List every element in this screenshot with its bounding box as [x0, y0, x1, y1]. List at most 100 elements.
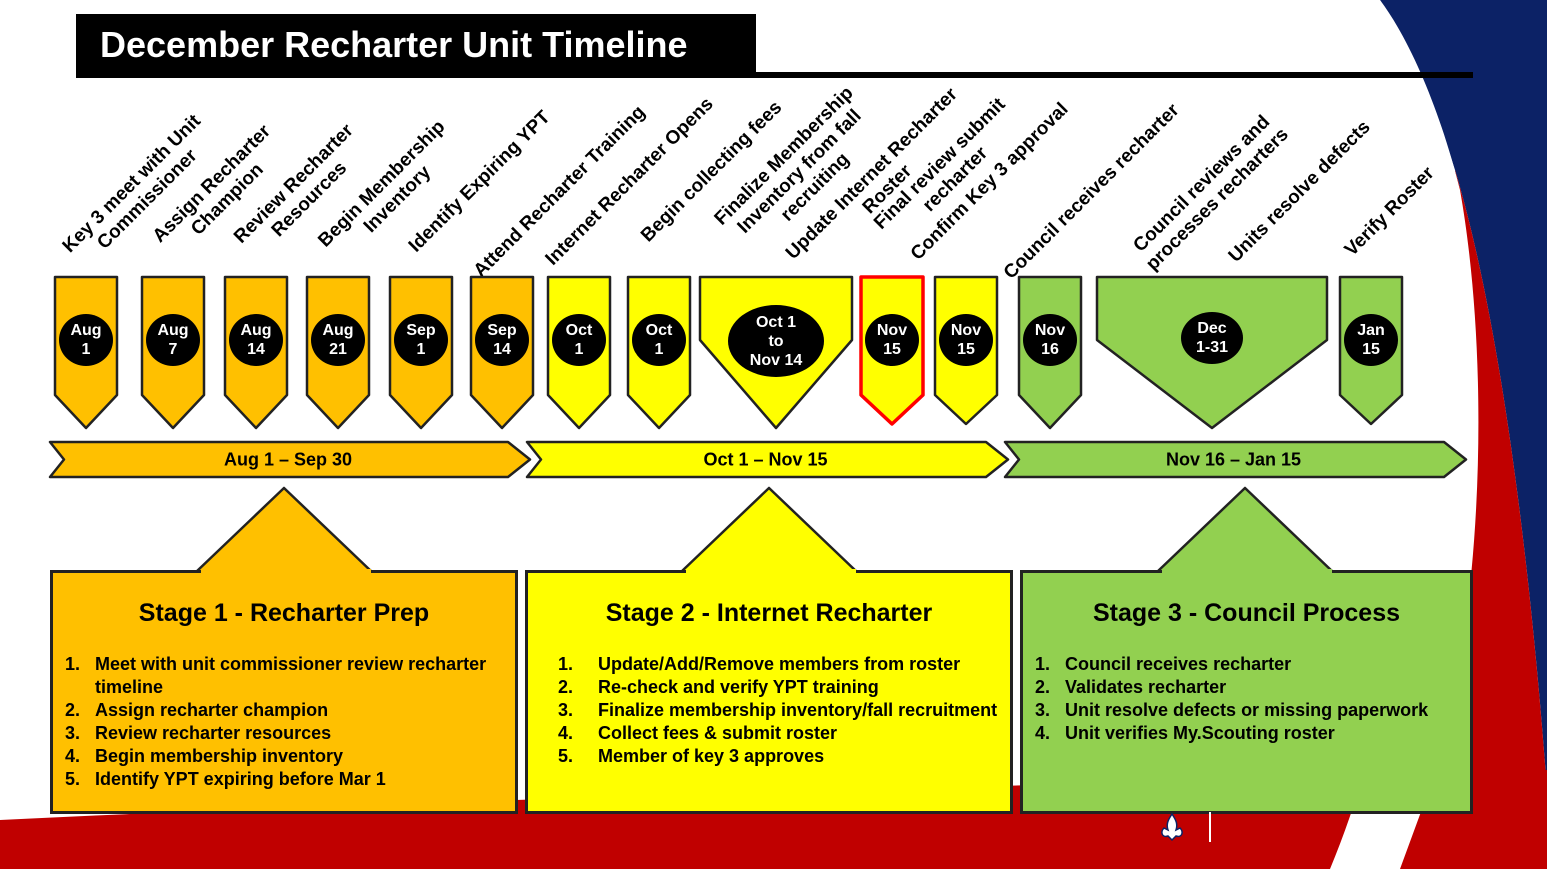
date-text: 1 — [81, 341, 91, 358]
date-text: 21 — [329, 341, 347, 358]
stage-seam — [1162, 569, 1332, 575]
list-item: 3. Review recharter resources — [65, 722, 507, 745]
navy-swoosh — [1380, 0, 1547, 790]
list-item: 5. Member of key 3 approves — [558, 745, 1002, 768]
timeline-band — [1003, 440, 1468, 479]
date-text: Nov — [1034, 322, 1066, 339]
page-title: December Recharter Unit Timeline — [76, 14, 756, 76]
list-number: 2. — [1035, 677, 1051, 697]
band-label: Aug 1 – Sep 30 — [223, 449, 353, 469]
list-item: 5. Identify YPT expiring before Mar 1 — [65, 768, 507, 791]
list-item: 4. Unit verifies My.Scouting roster — [1035, 722, 1462, 745]
stage-title: Stage 2 - Internet Recharter — [605, 599, 933, 627]
list-item: 3. Unit resolve defects or missing paperw… — [1035, 699, 1462, 722]
list-text: Member of key 3 approves — [598, 746, 825, 766]
list-number: 5. — [65, 769, 81, 789]
date-text: Nov 14 — [749, 351, 803, 369]
date-text: 1 — [654, 341, 664, 358]
date-text: Aug — [157, 322, 189, 339]
list-item: 3. Finalize membership inventory/fall rec… — [558, 699, 1002, 722]
date-badge: Oct 1 — [552, 314, 606, 366]
list-number: 4. — [65, 746, 81, 766]
title-underline — [76, 72, 1473, 78]
stage-pointer — [194, 486, 374, 574]
list-text: Unit verifies My.Scouting roster — [1065, 723, 1335, 743]
date-text: Aug — [70, 322, 102, 339]
date-badge: Sep 1 — [394, 314, 448, 366]
list-number: 1. — [1035, 654, 1051, 674]
list-text: Review recharter resources — [95, 723, 332, 743]
date-badge: Aug 21 — [311, 314, 365, 366]
stage-task-list: 1. Council receives recharter 2. Validates … — [1035, 653, 1462, 745]
date-text: 1 — [416, 341, 426, 358]
list-text: Identify YPT expiring before Mar 1 — [95, 769, 386, 789]
list-number: 3. — [1035, 700, 1051, 720]
date-text: Sep — [406, 322, 436, 339]
date-badge: Sep 14 — [475, 314, 529, 366]
date-text: Aug — [240, 322, 272, 339]
list-text: Re-check and verify YPT training — [598, 677, 879, 697]
list-item: 2. Re-check and verify YPT training — [558, 676, 1002, 699]
list-item: 1. Council receives recharter — [1035, 653, 1462, 676]
stage-pointer — [679, 486, 859, 574]
list-number: 3. — [558, 700, 574, 720]
date-text: to — [768, 332, 784, 350]
list-text: Finalize membership inventory/fall recru… — [598, 700, 998, 720]
list-text: Validates recharter — [1065, 677, 1227, 697]
list-text: Collect fees & submit roster — [598, 723, 838, 743]
scouting-logo — [1152, 812, 1192, 842]
date-text: 1 — [574, 341, 584, 358]
list-number: 4. — [1035, 723, 1051, 743]
list-item: 1.Update/Add/Remove members from roster — [558, 653, 1002, 676]
list-text: Meet with unit commissioner review recha… — [95, 654, 487, 697]
list-item: 1. Meet with unit commissioner review rec… — [65, 653, 507, 699]
date-text: Oct — [565, 322, 593, 339]
list-item: 4.Begin membership inventory — [65, 745, 507, 768]
date-text: 15 — [883, 341, 901, 358]
date-text: 16 — [1041, 341, 1059, 358]
list-text: Council receives recharter — [1065, 654, 1292, 674]
list-number: 3. — [65, 723, 81, 743]
date-badge: Jan 15 — [1344, 314, 1398, 366]
stage-task-list: 1. Meet with unit commissioner review rec… — [65, 653, 507, 791]
date-text: Dec — [1197, 320, 1227, 337]
date-text: Sep — [487, 322, 517, 339]
timeline-band — [48, 440, 532, 479]
list-number: 2. — [65, 700, 81, 720]
date-text: Nov — [950, 322, 982, 339]
date-text: 15 — [1362, 341, 1380, 358]
stage-title: Stage 1 - Recharter Prep — [138, 599, 430, 627]
list-number: 1. — [65, 654, 81, 674]
date-text: 7 — [168, 341, 178, 358]
stage-box: Stage 2 - Internet Recharter 1.Update/Add… — [525, 569, 1013, 814]
list-item: 2. Validates recharter — [1035, 676, 1462, 699]
date-text: Nov — [876, 322, 908, 339]
timeline-band — [525, 440, 1010, 479]
stage-title: Stage 3 - Council Process — [1092, 599, 1401, 627]
date-badge: Aug 14 — [229, 314, 283, 366]
logo-divider — [1209, 812, 1211, 842]
date-text: Jan — [1357, 322, 1385, 339]
list-text: Unit resolve defects or missing paperwor… — [1065, 700, 1429, 720]
list-number: 1. — [558, 654, 574, 674]
date-text: 14 — [493, 341, 511, 358]
date-badge: Aug 1 — [59, 314, 113, 366]
fleur-de-lis-icon — [1161, 812, 1183, 842]
date-text: Oct — [645, 322, 673, 339]
date-text: Aug — [322, 322, 354, 339]
list-number: 2. — [558, 677, 574, 697]
list-number: 5. — [558, 746, 574, 766]
band-label: Oct 1 – Nov 15 — [703, 449, 828, 469]
date-text: 14 — [247, 341, 265, 358]
date-badge: Nov 16 — [1023, 314, 1077, 366]
list-text: Assign recharter champion — [95, 700, 329, 720]
date-badge: Nov 15 — [865, 314, 919, 366]
stage-seam — [686, 569, 856, 575]
date-badge: Aug 7 — [146, 314, 200, 366]
stage-pointer — [1155, 486, 1335, 574]
stage-box: Stage 3 - Council Process 1. Council recei… — [1020, 569, 1473, 814]
